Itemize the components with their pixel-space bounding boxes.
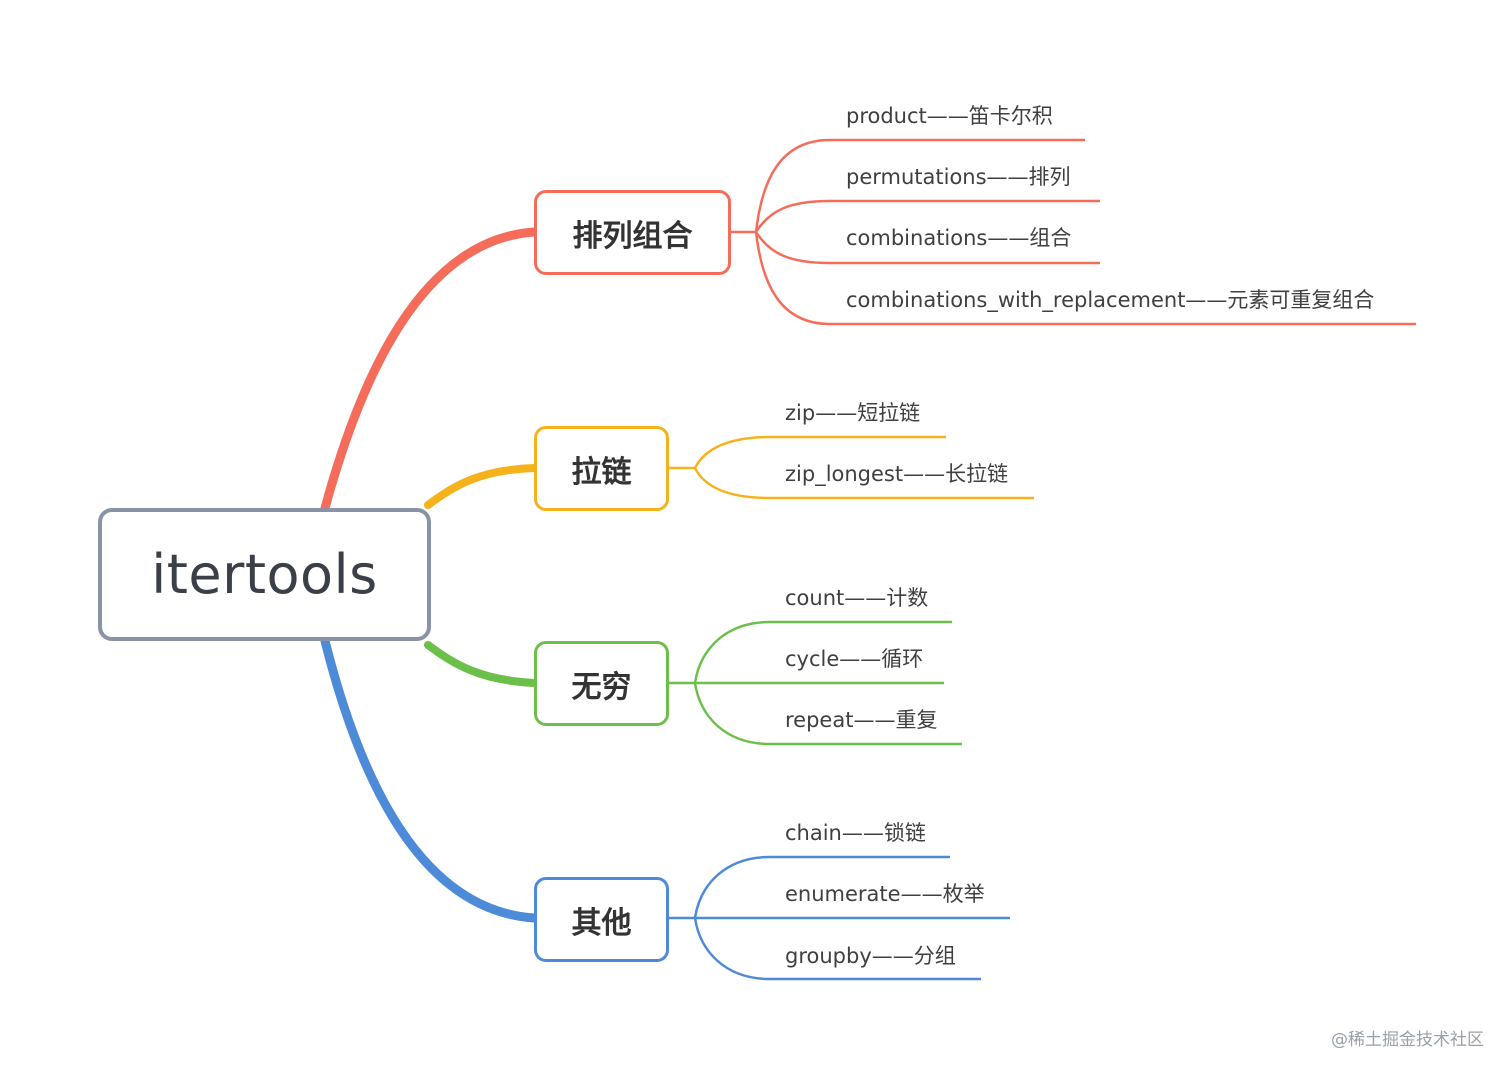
branch-label: 无穷 [571, 669, 632, 705]
leaf-node[interactable]: combinations——组合 [846, 226, 1072, 250]
leaf-node[interactable]: chain——锁链 [785, 821, 926, 845]
leaf-node[interactable]: zip_longest——长拉链 [785, 462, 1009, 486]
branch-label: 拉链 [571, 454, 632, 490]
leaf-node[interactable]: enumerate——枚举 [785, 882, 985, 906]
leaf-node[interactable]: cycle——循环 [785, 647, 924, 671]
root-label: itertools [151, 543, 378, 606]
edge-branch-0-leaf-3 [754, 231, 1416, 326]
edge-branch-0-leaf-2 [754, 231, 1100, 265]
leaf-node[interactable]: product——笛卡尔积 [846, 104, 1053, 128]
edge-branch-1-leaf-0 [693, 435, 946, 469]
edge-root-branch-0 [320, 227, 539, 513]
root-node[interactable]: itertools [98, 508, 431, 641]
edge-branch-2-leaf-2 [693, 682, 962, 746]
branch-label: 排列组合 [572, 218, 693, 254]
leaf-node[interactable]: combinations_with_replacement——元素可重复组合 [846, 288, 1375, 312]
leaf-node[interactable]: count——计数 [785, 586, 929, 610]
edge-root-branch-2 [424, 641, 538, 687]
edge-branch-0-leaf-1 [754, 199, 1100, 233]
edge-branch-2-leaf-0 [693, 620, 952, 684]
leaf-node[interactable]: zip——短拉链 [785, 401, 921, 425]
edge-root-branch-1 [424, 464, 538, 509]
branch-node-zip[interactable]: 拉链 [534, 426, 669, 511]
watermark: @稀土掘金技术社区 [1331, 1030, 1484, 1050]
leaf-node[interactable]: groupby——分组 [785, 944, 956, 968]
edge-branch-1-leaf-1 [693, 467, 1034, 500]
edge-branch-3-leaf-0 [693, 855, 950, 919]
branch-label: 其他 [571, 905, 632, 941]
branch-node-permutations[interactable]: 排列组合 [534, 190, 731, 275]
branch-node-other[interactable]: 其他 [534, 877, 669, 962]
leaf-node[interactable]: repeat——重复 [785, 708, 938, 732]
leaf-node[interactable]: permutations——排列 [846, 165, 1071, 189]
edge-branch-3-leaf-2 [693, 917, 981, 981]
edge-branch-0-leaf-0 [754, 138, 1085, 233]
branch-node-infinite[interactable]: 无穷 [534, 641, 669, 726]
edge-root-branch-3 [320, 636, 539, 923]
